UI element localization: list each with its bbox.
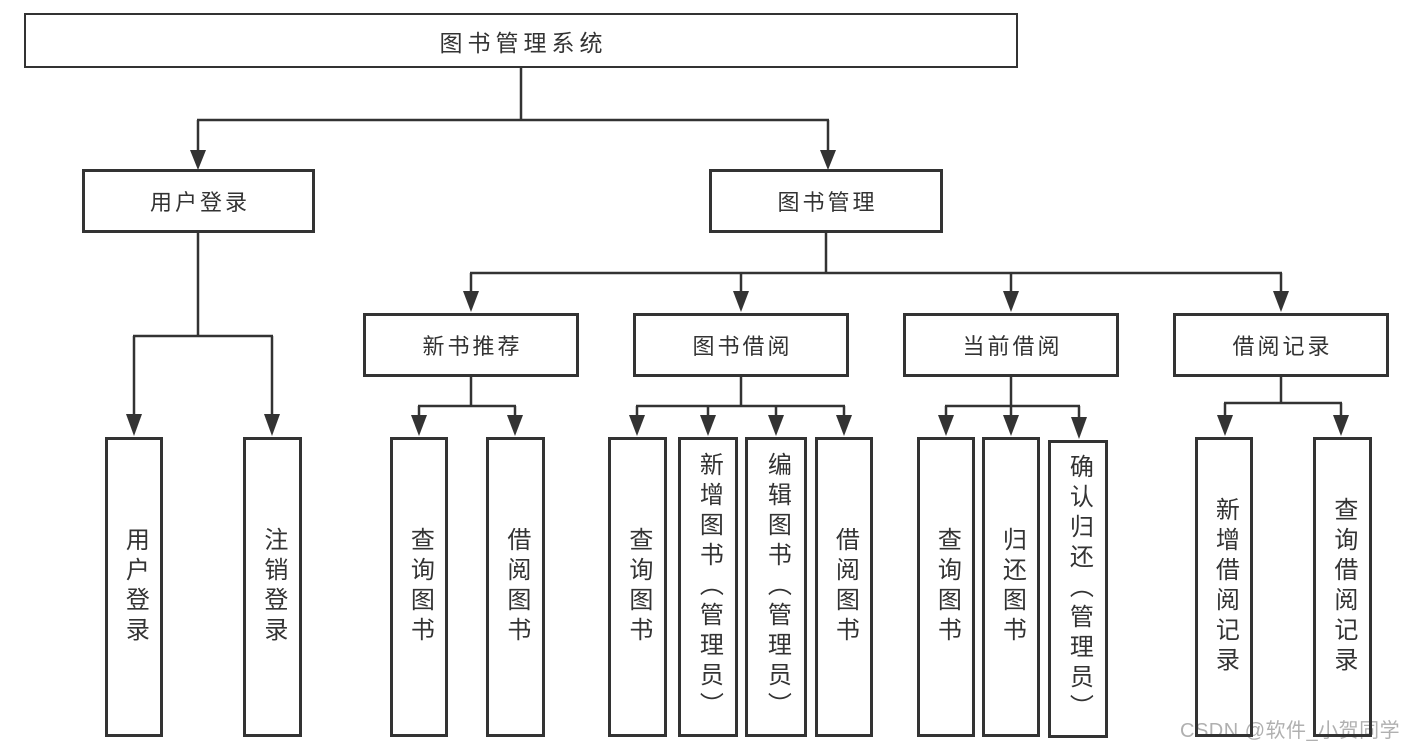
leaf-borrow-books: 借阅图书 [815,437,873,737]
leaf-confirm-return-admin: 确认归还（管理员） [1048,440,1108,738]
node-current-borrowing: 当前借阅 [903,313,1119,377]
leaf-label: 查询借阅记录 [1329,497,1357,677]
leaf-return-book: 归还图书 [982,437,1040,737]
node-user-login-branch: 用户登录 [82,169,315,233]
leaf-label: 借阅图书 [831,527,859,647]
leaf-label: 新增图书（管理员） [695,452,723,722]
leaf-query-books-recommend: 查询图书 [390,437,448,737]
node-label: 图书管理 [777,190,878,215]
leaf-label: 归还图书 [998,527,1026,647]
leaf-query-borrow-record: 查询借阅记录 [1313,437,1372,737]
leaf-add-borrow-record: 新增借阅记录 [1195,437,1253,737]
node-label: 用户登录 [149,190,250,215]
leaf-borrow-books-recommend: 借阅图书 [486,437,545,737]
leaf-label: 确认归还（管理员） [1065,454,1093,724]
csdn-watermark: CSDN @软件_小贺同学 [1180,720,1401,742]
node-book-borrowing: 图书借阅 [633,313,849,377]
node-label: 当前借阅 [962,334,1063,359]
leaf-label: 查询图书 [933,527,961,647]
leaf-label: 查询图书 [624,527,652,647]
leaf-label: 编辑图书（管理员） [763,452,791,722]
node-label: 图书借阅 [692,334,793,359]
node-label: 借阅记录 [1232,334,1333,359]
leaf-label: 查询图书 [406,527,434,647]
node-borrowing-records: 借阅记录 [1173,313,1389,377]
leaf-query-books-borrowing: 查询图书 [608,437,667,737]
node-label: 新书推荐 [422,334,523,359]
leaf-add-book-admin: 新增图书（管理员） [678,437,738,737]
node-library-management-system: 图书管理系统 [24,13,1018,68]
connector-arrowheads [126,150,1349,439]
node-new-book-recommendation: 新书推荐 [363,313,579,377]
leaf-logout: 注销登录 [243,437,302,737]
leaf-user-login: 用户登录 [105,437,163,737]
node-book-management-branch: 图书管理 [709,169,943,233]
leaf-label: 借阅图书 [502,527,530,647]
node-label: 图书管理系统 [439,29,608,56]
leaf-label: 用户登录 [121,527,149,647]
leaf-label: 新增借阅记录 [1211,497,1239,677]
leaf-query-books-current: 查询图书 [917,437,975,737]
leaf-label: 注销登录 [259,527,287,647]
leaf-edit-book-admin: 编辑图书（管理员） [745,437,807,737]
